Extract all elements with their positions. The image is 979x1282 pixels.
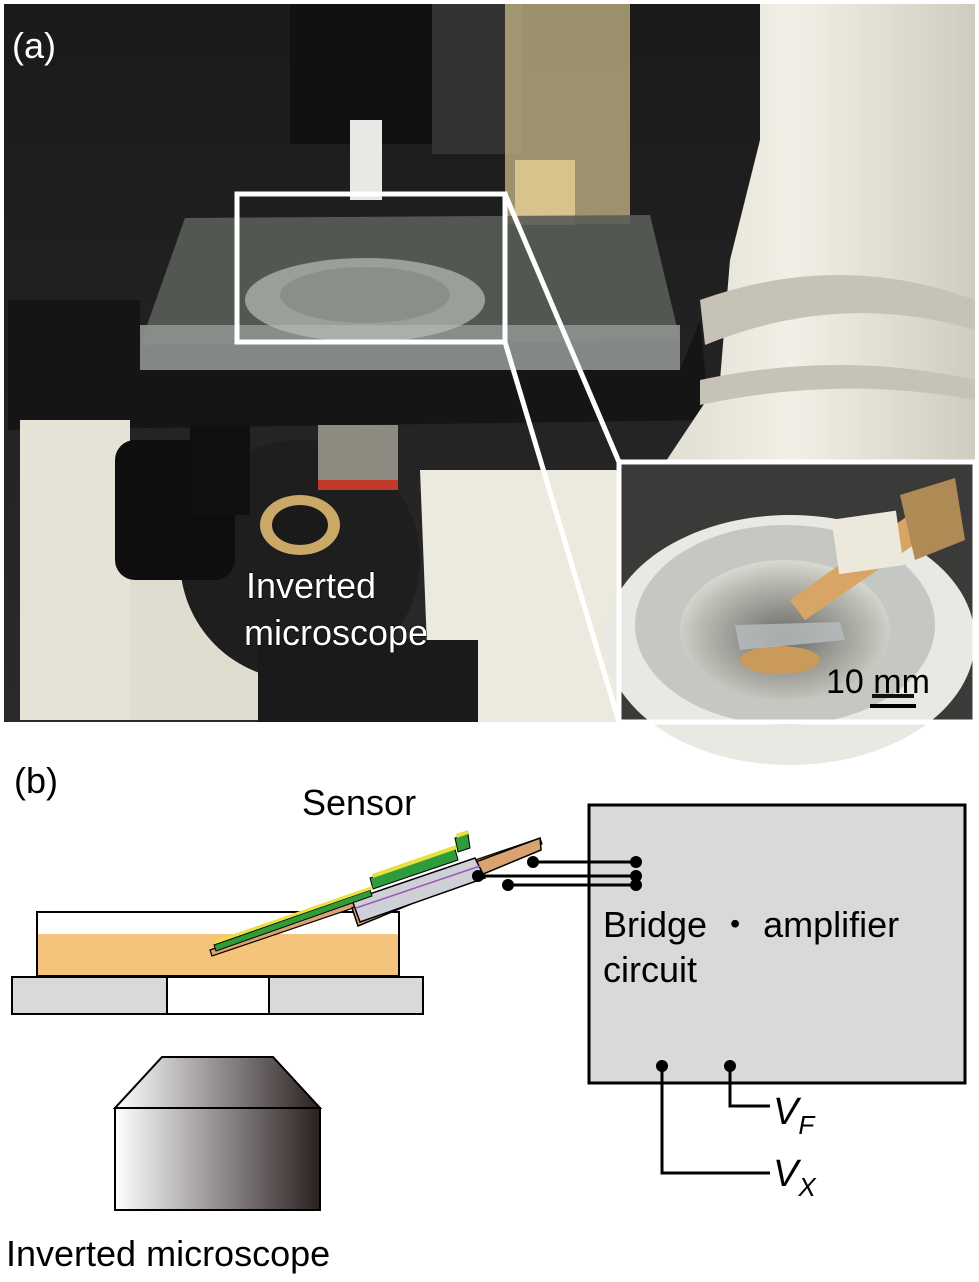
output-x-terminal [656, 1060, 668, 1072]
photo-microscope-label-line2: microscope [244, 612, 428, 653]
output-wires [660, 1066, 770, 1175]
circuit-label-line2: circuit [603, 949, 697, 990]
sensor-label: Sensor [302, 782, 416, 823]
output-f-label: VF [773, 1091, 816, 1140]
panel-a-label: (a) [12, 25, 56, 66]
microscope-stage [11, 976, 424, 1015]
inset-scale-bar-label: 10 mm [826, 663, 930, 701]
zoom-region-box [234, 191, 508, 345]
microscope-label: Inverted microscope [6, 1233, 330, 1274]
sensor [209, 830, 543, 957]
inset-photo [605, 462, 975, 765]
zoom-line-top [502, 193, 622, 463]
output-x-label: VX [773, 1153, 817, 1202]
sensor-wires [478, 860, 636, 887]
output-f-terminal [724, 1060, 736, 1072]
photo-microscope-label-line1: Inverted [246, 565, 376, 606]
bridge-amplifier-box [587, 803, 967, 1085]
panel-b-label: (b) [14, 760, 58, 801]
zoom-line-bottom [502, 341, 622, 723]
wire-terminals [472, 856, 642, 891]
objective-lens [112, 1056, 323, 1211]
circuit-label-line1: Bridge ・ amplifier [603, 904, 899, 945]
